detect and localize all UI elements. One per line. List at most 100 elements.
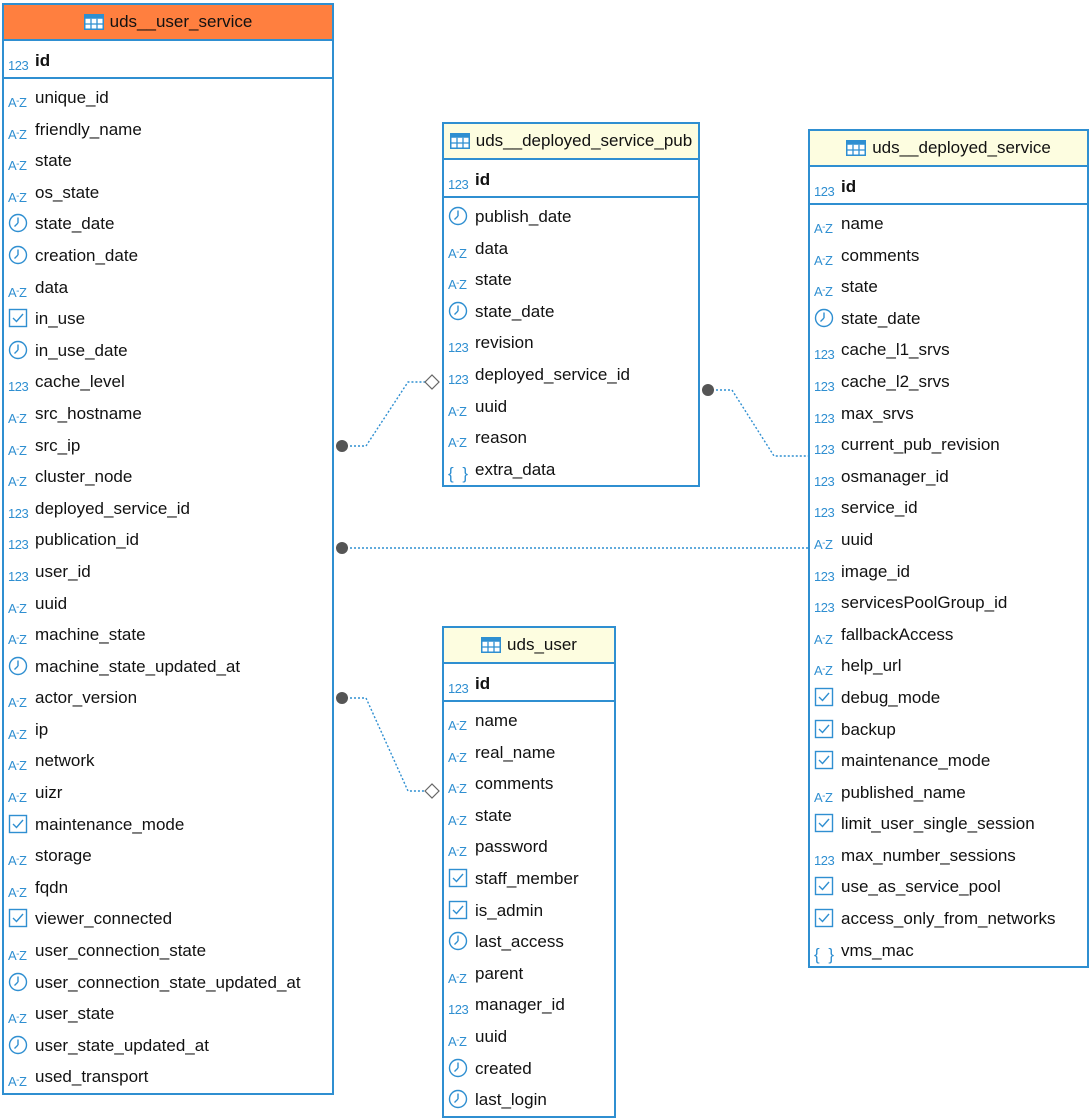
- relationship-link[interactable]: [336, 374, 440, 452]
- column-row[interactable]: is_admin: [444, 895, 614, 927]
- column-name: real_name: [475, 742, 556, 762]
- entity-header[interactable]: uds__deployed_service_pub: [444, 124, 698, 160]
- numeric-icon: 123: [8, 537, 29, 553]
- entity-header[interactable]: uds__deployed_service: [810, 131, 1087, 167]
- column-name: in_use: [35, 309, 86, 329]
- column-row[interactable]: created: [444, 1053, 614, 1085]
- column-row[interactable]: state_date: [4, 208, 332, 240]
- column-row[interactable]: { }vms_mac: [810, 935, 1087, 967]
- column-row[interactable]: user_connection_state_updated_at: [4, 967, 332, 999]
- relationship-link[interactable]: [336, 692, 440, 799]
- column-row[interactable]: user_state_updated_at: [4, 1030, 332, 1062]
- relationship-link[interactable]: [702, 384, 808, 457]
- column-row[interactable]: maintenance_mode: [810, 745, 1087, 777]
- column-row[interactable]: last_login: [444, 1084, 614, 1116]
- column-name: manager_id: [475, 995, 565, 1015]
- column-row[interactable]: viewer_connected: [4, 903, 332, 935]
- column-row[interactable]: publish_date: [444, 201, 698, 233]
- column-name: limit_user_single_session: [841, 814, 1035, 834]
- column-row[interactable]: backup: [810, 714, 1087, 746]
- text-icon: A-Z: [448, 812, 467, 828]
- column-row[interactable]: creation_date: [4, 240, 332, 272]
- column-row[interactable]: in_use: [4, 303, 332, 335]
- column-row[interactable]: debug_mode: [810, 682, 1087, 714]
- relationship-link[interactable]: [336, 542, 808, 554]
- column-row[interactable]: staff_member: [444, 863, 614, 895]
- column-row[interactable]: last_access: [444, 926, 614, 958]
- entity-header[interactable]: uds_user: [444, 628, 614, 664]
- column-row[interactable]: access_only_from_networks: [810, 903, 1087, 935]
- column-row[interactable]: state_date: [810, 303, 1087, 335]
- column-row[interactable]: machine_state_updated_at: [4, 651, 332, 683]
- column-row[interactable]: { }extra_data: [444, 454, 698, 486]
- column-row[interactable]: limit_user_single_session: [810, 808, 1087, 840]
- column-row[interactable]: state_date: [444, 296, 698, 328]
- entity-header[interactable]: uds__user_service: [4, 5, 332, 41]
- column-row[interactable]: maintenance_mode: [4, 809, 332, 841]
- column-row[interactable]: use_as_service_pool: [810, 871, 1087, 903]
- column-row[interactable]: in_use_date: [4, 335, 332, 367]
